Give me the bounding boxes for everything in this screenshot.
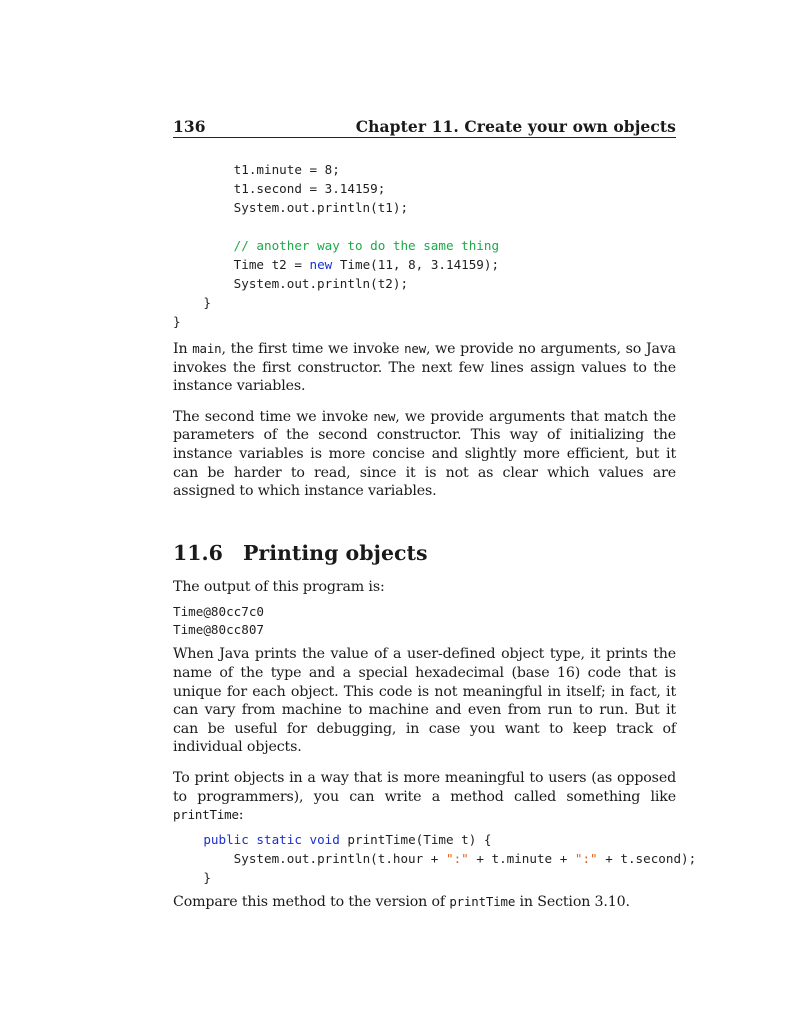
section-number: 11.6: [173, 540, 223, 565]
paragraph-print-method-intro: To print objects in a way that is more m…: [173, 769, 676, 824]
code-keyword: public static void: [203, 831, 340, 847]
code-block-printtime: public static void printTime(Time t) { S…: [173, 831, 697, 885]
chapter-title: Chapter 11. Create your own objects: [355, 117, 676, 136]
page-number: 136: [173, 117, 206, 136]
code-string: ":": [574, 850, 598, 866]
running-header: 136 Chapter 11. Create your own objects: [173, 117, 676, 138]
paragraph-compare-method: Compare this method to the version of pr…: [173, 893, 630, 910]
section-title: Printing objects: [243, 540, 428, 565]
paragraph-second-constructor: The second time we invoke new, we provid…: [173, 408, 676, 500]
code-block-constructor-usage: t1.minute = 8; t1.second = 3.14159; Syst…: [173, 162, 500, 329]
code-keyword: new: [309, 257, 333, 272]
section-heading: 11.6 Printing objects: [173, 541, 676, 565]
code-string: ":": [445, 850, 469, 866]
paragraph-output-intro: The output of this program is:: [173, 578, 385, 595]
paragraph-main-explanation: In main, the first time we invoke new, w…: [173, 341, 676, 395]
program-output: Time@80cc7c0 Time@80cc807: [173, 604, 264, 638]
document-page: 136 Chapter 11. Create your own objects …: [173, 117, 697, 911]
paragraph-hex-explanation: When Java prints the value of a user-def…: [173, 646, 676, 756]
code-comment: // another way to do the same thing: [233, 238, 500, 253]
